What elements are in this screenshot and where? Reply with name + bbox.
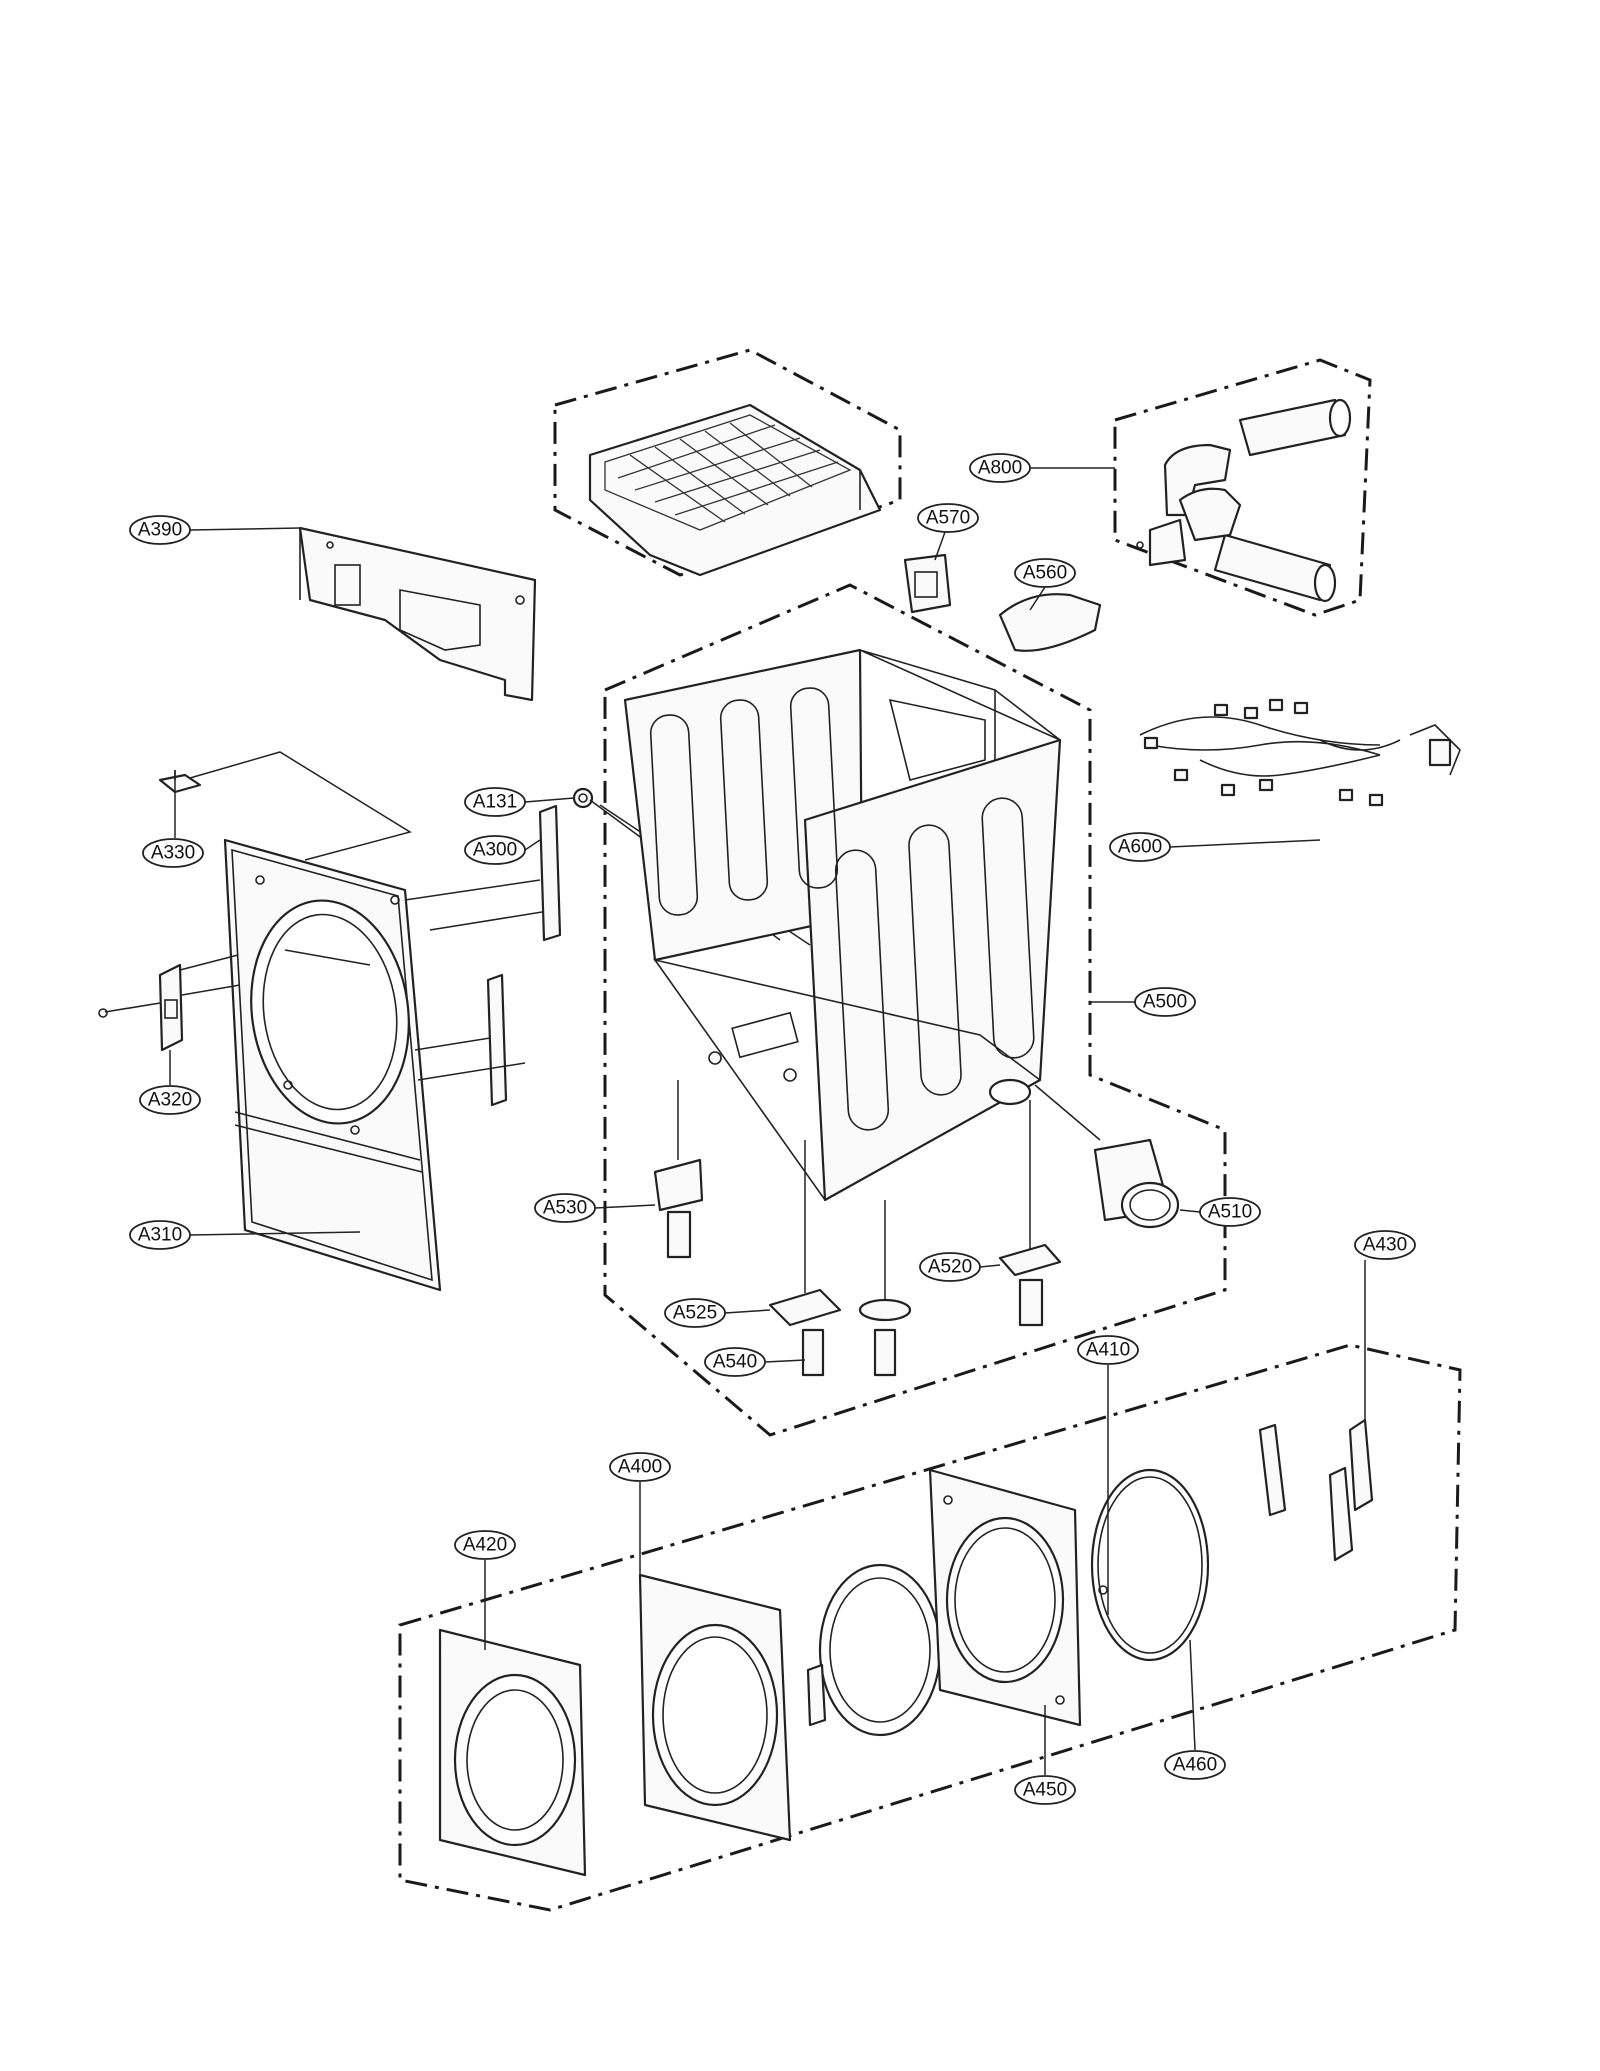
svg-text:A520: A520 <box>928 1257 972 1278</box>
callout-a400: A400 <box>609 1452 671 1482</box>
callout-a410: A410 <box>1077 1335 1139 1365</box>
foot-bracket-a520-part <box>998 1100 1062 1327</box>
svg-text:A400: A400 <box>618 1457 662 1478</box>
svg-text:A410: A410 <box>1086 1340 1130 1361</box>
svg-text:A560: A560 <box>1023 563 1067 584</box>
callout-a530: A530 <box>534 1193 596 1223</box>
svg-text:A500: A500 <box>1143 992 1187 1013</box>
callout-a450: A450 <box>1014 1775 1076 1805</box>
wire-harness-part <box>1139 698 1461 807</box>
duct-part <box>1034 1084 1180 1229</box>
clip-guide-line <box>189 751 412 861</box>
exhaust-duct-kit-part <box>1136 398 1352 603</box>
bracket-plate-part <box>903 553 952 614</box>
vent-cover-part <box>998 593 1102 652</box>
svg-text:A540: A540 <box>713 1352 757 1373</box>
callout-a520: A520 <box>919 1252 981 1282</box>
svg-text:A300: A300 <box>473 840 517 861</box>
leader-lines <box>169 467 1321 1775</box>
door-frame-a400-part <box>638 1573 792 1842</box>
callout-a420: A420 <box>454 1530 516 1560</box>
foot-bracket-a530-part <box>653 1080 704 1259</box>
svg-text:A450: A450 <box>1023 1780 1067 1801</box>
clip-part <box>158 770 202 794</box>
foot-bracket-a525-part <box>768 1140 842 1377</box>
hinge-bracket-part <box>404 804 562 1107</box>
callout-a300: A300 <box>464 835 526 865</box>
callout-a460: A460 <box>1164 1750 1226 1780</box>
svg-text:A420: A420 <box>463 1535 507 1556</box>
svg-text:A390: A390 <box>138 520 182 541</box>
hinge-small-part <box>806 1663 827 1727</box>
svg-text:A600: A600 <box>1118 837 1162 858</box>
switch-bracket-part <box>98 954 241 1052</box>
callout-a570: A570 <box>917 503 979 533</box>
callout-a510: A510 <box>1199 1197 1261 1227</box>
cabinet-part <box>623 648 1062 1202</box>
callout-a500: A500 <box>1134 987 1196 1017</box>
callout-a390: A390 <box>129 515 191 545</box>
callout-a330: A330 <box>142 838 204 868</box>
rear-panel-part <box>298 526 537 702</box>
gasket-a460-part <box>1090 1365 1210 1662</box>
inner-door-a450-part <box>928 1468 1082 1727</box>
callout-a131: A131 <box>464 787 526 817</box>
cabinet-group-outline <box>603 583 1227 1437</box>
foot-bracket-a540-part <box>858 1200 912 1377</box>
svg-text:A460: A460 <box>1173 1755 1217 1776</box>
callout-a525: A525 <box>664 1298 726 1328</box>
callout-a600: A600 <box>1109 832 1171 862</box>
svg-text:A310: A310 <box>138 1225 182 1246</box>
top-grille-group-outline <box>553 348 902 577</box>
callout-a560: A560 <box>1014 558 1076 588</box>
svg-text:A510: A510 <box>1208 1202 1252 1223</box>
inner-ring-part <box>818 1563 942 1737</box>
door-group-outline <box>398 1343 1462 1912</box>
drying-rack-part <box>588 403 882 577</box>
svg-text:A330: A330 <box>151 843 195 864</box>
callout-a320: A320 <box>139 1085 201 1115</box>
exhaust-duct-group-outline <box>1113 358 1372 617</box>
svg-text:A131: A131 <box>473 792 517 813</box>
callout-a800: A800 <box>969 453 1031 483</box>
callout-a540: A540 <box>704 1347 766 1377</box>
svg-text:A430: A430 <box>1363 1235 1407 1256</box>
front-panel-part <box>223 838 442 1292</box>
callout-a310: A310 <box>129 1220 191 1250</box>
svg-text:A320: A320 <box>148 1090 192 1111</box>
svg-text:A570: A570 <box>926 508 970 529</box>
latch-a430-part <box>1258 1260 1374 1562</box>
svg-text:A525: A525 <box>673 1303 717 1324</box>
outer-door-a420-part <box>438 1628 587 1877</box>
callout-a430: A430 <box>1354 1230 1416 1260</box>
svg-text:A530: A530 <box>543 1198 587 1219</box>
svg-text:A800: A800 <box>978 458 1022 479</box>
